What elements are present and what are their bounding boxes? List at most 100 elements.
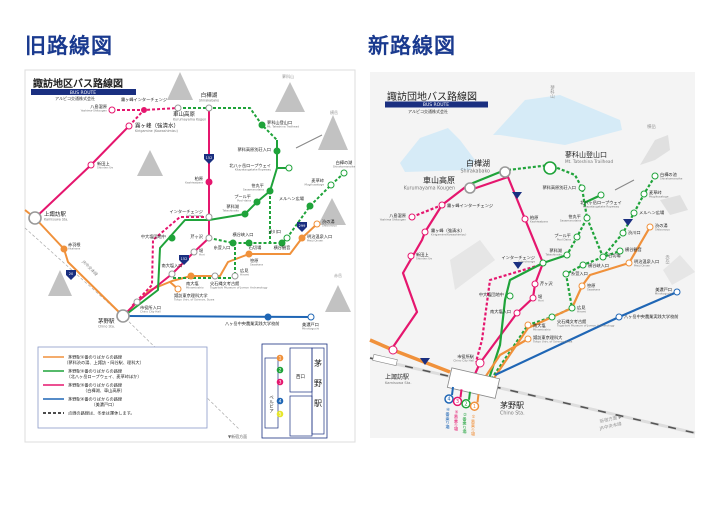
stop-marker[interactable]	[264, 313, 272, 321]
stop-marker[interactable]	[108, 106, 116, 114]
stop-marker[interactable]	[205, 234, 213, 242]
bus-stop[interactable]: 八ヶ岳中央農業実践大学校前	[225, 313, 279, 327]
stop-marker[interactable]	[578, 282, 586, 290]
stop-marker[interactable]	[327, 181, 335, 189]
stop-marker[interactable]	[205, 213, 213, 221]
stop-marker[interactable]	[60, 245, 68, 253]
stop-marker[interactable]	[231, 272, 239, 280]
stop-marker[interactable]	[673, 288, 681, 296]
bus-stop[interactable]: 石切場	[245, 239, 262, 251]
bus-stop[interactable]: 霧ヶ峰インターチェンジ	[438, 201, 493, 209]
stop-marker[interactable]	[273, 147, 281, 155]
stop-marker[interactable]	[408, 213, 416, 221]
stop-marker[interactable]	[521, 215, 529, 223]
bus-stop[interactable]: 糸萱入口	[214, 239, 237, 250]
stop-marker[interactable]	[307, 313, 315, 321]
bus-stop[interactable]: 霧ヶ峰（強清水）Kirigamine (Kowashimizu)	[125, 122, 179, 134]
stop-marker[interactable]	[133, 298, 141, 306]
stop-marker[interactable]	[116, 309, 130, 323]
stop-marker[interactable]	[513, 309, 521, 317]
bus-stop[interactable]: 渋川口	[619, 229, 641, 237]
stop-marker[interactable]	[278, 239, 286, 247]
stop-marker[interactable]	[597, 191, 605, 199]
stop-marker[interactable]	[464, 182, 476, 194]
stop-marker[interactable]	[524, 321, 532, 329]
stop-marker[interactable]	[174, 285, 182, 293]
stop-marker[interactable]	[630, 209, 638, 217]
stop-marker[interactable]	[141, 107, 147, 113]
stop-marker[interactable]	[125, 122, 133, 130]
stop-marker[interactable]	[563, 251, 571, 259]
stop-marker[interactable]	[283, 234, 291, 242]
stop-marker[interactable]	[87, 161, 95, 169]
stop-marker[interactable]	[313, 220, 321, 228]
stop-marker[interactable]	[407, 252, 415, 260]
platform-marker[interactable]	[444, 394, 454, 404]
bus-stop[interactable]: メルヘン広場	[279, 195, 314, 210]
stop-marker[interactable]	[298, 234, 306, 242]
bus-stop[interactable]: 南大塩入口	[490, 308, 521, 317]
stop-marker[interactable]	[285, 164, 293, 172]
platform-marker[interactable]	[452, 396, 463, 407]
stop-marker[interactable]	[568, 304, 576, 312]
stop-marker[interactable]	[475, 358, 485, 368]
stop-marker[interactable]	[438, 201, 446, 209]
stop-marker[interactable]	[174, 104, 182, 112]
bus-stop[interactable]: 横谷峡入口	[579, 261, 609, 269]
stop-marker[interactable]	[266, 187, 274, 195]
stop-marker[interactable]	[573, 233, 581, 241]
platform-marker[interactable]	[461, 399, 471, 409]
stop-marker[interactable]	[640, 190, 648, 198]
stop-marker[interactable]	[245, 250, 253, 258]
bus-stop[interactable]: 八ヶ岳中央農業実践大学校前	[615, 313, 678, 321]
bus-stop[interactable]: 石切場	[599, 252, 621, 261]
stop-marker[interactable]	[619, 229, 627, 237]
stop-marker[interactable]	[258, 121, 266, 129]
stop-marker[interactable]	[421, 228, 429, 236]
stop-marker[interactable]	[583, 214, 591, 222]
stop-marker[interactable]	[241, 210, 249, 218]
stop-marker[interactable]	[168, 234, 176, 242]
stop-marker[interactable]	[578, 184, 586, 192]
bus-stop[interactable]: メルヘン広場	[630, 209, 665, 217]
bus-stop[interactable]: 芹ヶ沢	[531, 280, 553, 288]
stop-marker[interactable]	[229, 239, 237, 247]
stop-marker[interactable]	[340, 169, 348, 177]
